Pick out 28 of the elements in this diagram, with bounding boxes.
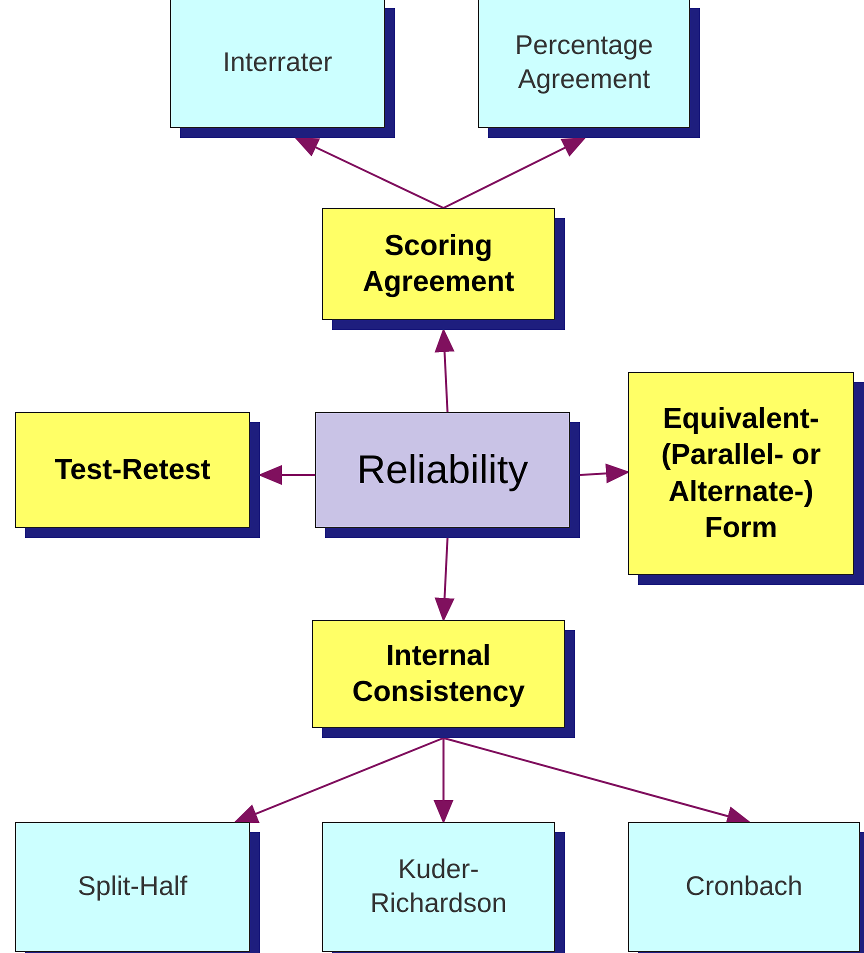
topic-box: [312, 620, 575, 738]
node-label: Reliability: [356, 447, 530, 494]
node-label: Kuder- Richardson: [369, 853, 508, 920]
topic-box: [628, 372, 864, 585]
subtopic-box: [170, 0, 395, 138]
arrow: [234, 737, 444, 824]
node-label: Interrater: [222, 46, 334, 80]
node-label: Cronbach: [684, 870, 804, 904]
arrow: [434, 738, 454, 824]
node-label: Percentage Agreement: [514, 29, 654, 96]
node-label: Equivalent- (Parallel- or Alternate-) Form: [660, 402, 822, 546]
arrow: [434, 538, 455, 622]
arrow: [258, 465, 315, 485]
node-label: Split-Half: [76, 870, 188, 904]
topic-box: [322, 208, 565, 330]
arrow: [443, 137, 586, 209]
node-label: Scoring Agreement: [362, 228, 516, 300]
node-label: Test-Retest: [54, 452, 212, 488]
arrow: [580, 463, 630, 484]
subtopic-box: [15, 822, 260, 953]
arrow: [294, 137, 444, 209]
node-label: Internal Consistency: [351, 638, 526, 710]
subtopic-box: [322, 822, 565, 953]
arrow: [434, 328, 455, 412]
topic-box: [15, 412, 260, 538]
subtopic-box: [478, 0, 700, 138]
central-box: [315, 412, 580, 538]
subtopic-box: [628, 822, 864, 953]
